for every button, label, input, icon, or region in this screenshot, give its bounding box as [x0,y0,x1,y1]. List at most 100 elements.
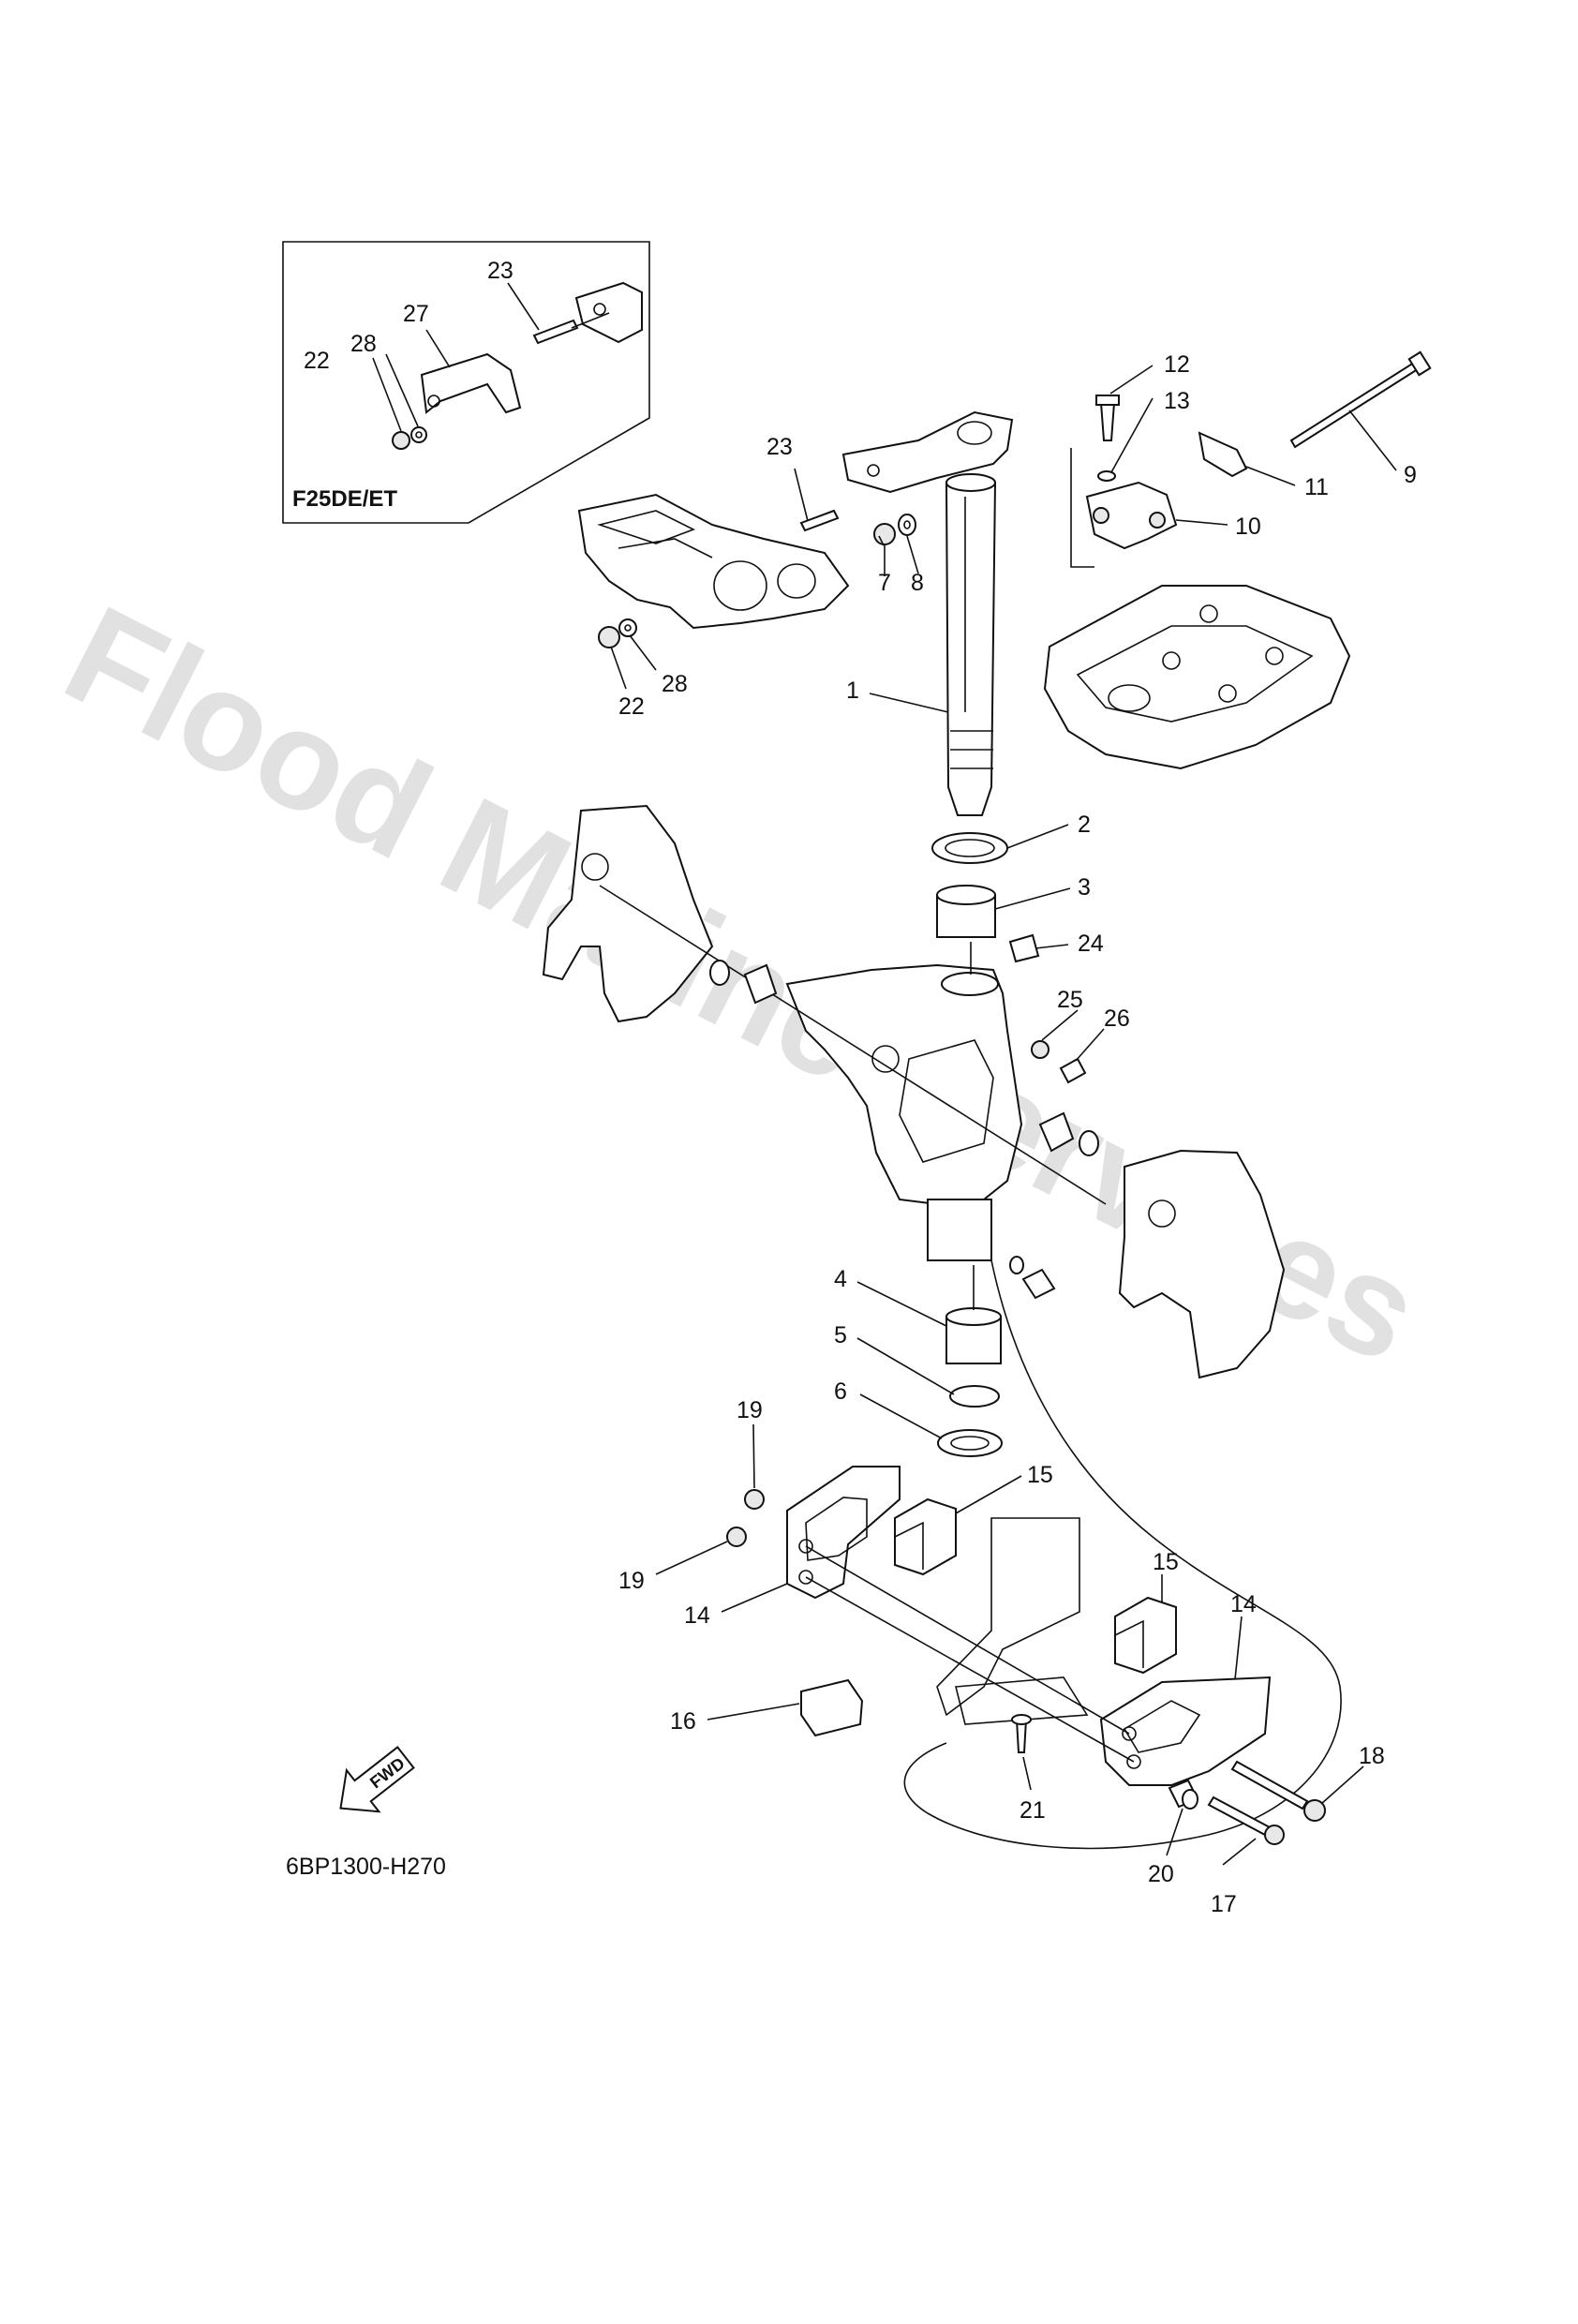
lower-mount-left-body [786,1466,901,1600]
bolt-18 [1230,1760,1309,1810]
leader-24 [1035,944,1069,949]
leader-15-left [955,1475,1022,1514]
clamp-bracket-left-body [542,804,714,1023]
leader-14-right [1234,1616,1243,1680]
seal-6 [937,1429,1003,1457]
bolt-9 [1289,359,1422,449]
swivel-web [899,1039,994,1163]
lower-mount-left [786,1466,901,1600]
callout-28-inset: 28 [350,331,377,357]
leader-20 [1166,1808,1184,1856]
callout-labels: 23 27 28 22 23 7 8 22 28 12 13 9 11 10 1… [304,258,1417,1917]
callout-12: 12 [1164,351,1190,378]
seal-2-inner [945,839,995,857]
callout-14-right: 14 [1230,1591,1257,1617]
plate-hole-4 [1218,684,1237,703]
plate-hole-1 [1199,604,1218,623]
grease-washer-lower [1009,1256,1024,1274]
callout-5: 5 [834,1322,847,1348]
callout-3: 3 [1078,874,1091,901]
liner-24 [1008,933,1040,963]
upper-mount-bracket [577,493,850,630]
washer-8-hole [903,520,911,529]
callout-24: 24 [1078,931,1104,957]
nut-22 [598,626,620,648]
lower-mount-left-hole-2 [798,1570,813,1585]
callout-13: 13 [1164,388,1190,414]
seal-6-inner [950,1436,990,1451]
steering-shaft-body [945,482,997,816]
bracket-hole [427,395,440,408]
leader-12 [1109,365,1154,395]
plate-hole-3 [1162,651,1181,670]
callout-15-right: 15 [1153,1549,1179,1575]
plate-port [1108,684,1151,712]
mount-bolt-axis-2 [805,1576,1135,1763]
inset-box: F25DE/ET [282,241,650,524]
bushing-4-top [945,1307,1002,1326]
bolt-9-head [1407,350,1432,377]
washer-hole [415,431,423,439]
lower-mount-left-hole-1 [798,1539,813,1554]
callout-14-left: 14 [684,1602,710,1629]
nut-22-inset [392,431,410,450]
leader-3 [994,887,1071,910]
leader-5 [856,1337,955,1395]
washer-20 [1182,1789,1198,1810]
leader-10 [1175,519,1228,526]
holder-guide [1070,448,1094,568]
inset-title: F25DE/ET [292,486,397,512]
inset-frame [282,241,650,524]
callout-27: 27 [403,301,429,327]
lower-mount-right [1099,1676,1272,1786]
clip-11 [1198,431,1248,478]
nut-7 [873,523,896,545]
upper-mount-body [577,493,850,630]
bolt-17-head [1264,1825,1285,1845]
damper-15-right-slot [1114,1619,1144,1668]
washer-8 [898,514,916,536]
leader-25 [1041,1009,1079,1041]
bolt-12 [1099,402,1116,441]
callout-22: 22 [618,693,645,720]
upper-mount-bore-right [777,563,816,599]
lower-mount-right-hole-2 [1126,1754,1141,1769]
holder-10-nozzle-1 [1093,507,1109,524]
leader-18 [1320,1765,1364,1805]
callout-16: 16 [670,1708,696,1735]
leader-23-inset [507,282,540,331]
plate-hole-2 [1265,647,1284,665]
callout-22-inset: 22 [304,348,330,374]
lower-mount-left-cup [805,1497,868,1561]
swivel-bore-top [941,972,999,996]
driveshaft-housing-base [954,1676,1089,1725]
grease-nipple-lower [1021,1268,1056,1300]
callout-4: 4 [834,1266,847,1292]
swivel-bracket [785,963,1023,1261]
fwd-arrow-shape [339,1746,415,1813]
stud-guide [571,312,610,329]
callout-18: 18 [1359,1743,1385,1769]
nipple-26 [1059,1057,1087,1084]
washer-28-hole [624,624,632,632]
lower-mount-right-body [1099,1676,1272,1786]
callout-28: 28 [662,671,688,697]
callout-2: 2 [1078,812,1091,838]
leader-19-upper [752,1423,755,1489]
leader-28-inset [385,353,419,427]
mount-block-hole [593,303,606,316]
swivel-pivot-hole [871,1045,900,1073]
lower-mount-right-cup [1123,1700,1201,1753]
clamp-bracket-right-body [1118,1149,1286,1379]
leader-2 [1006,824,1069,849]
leader-7 [878,535,885,546]
holder-10 [1085,481,1178,550]
upper-mount-rib-2 [618,538,713,559]
leader-21 [1022,1756,1032,1791]
holder-10-nozzle-2 [1149,512,1166,529]
steering-arm [841,410,1014,494]
upper-mount-rib [597,510,695,544]
washer-left [709,960,730,986]
leader-22-inset [372,357,402,432]
